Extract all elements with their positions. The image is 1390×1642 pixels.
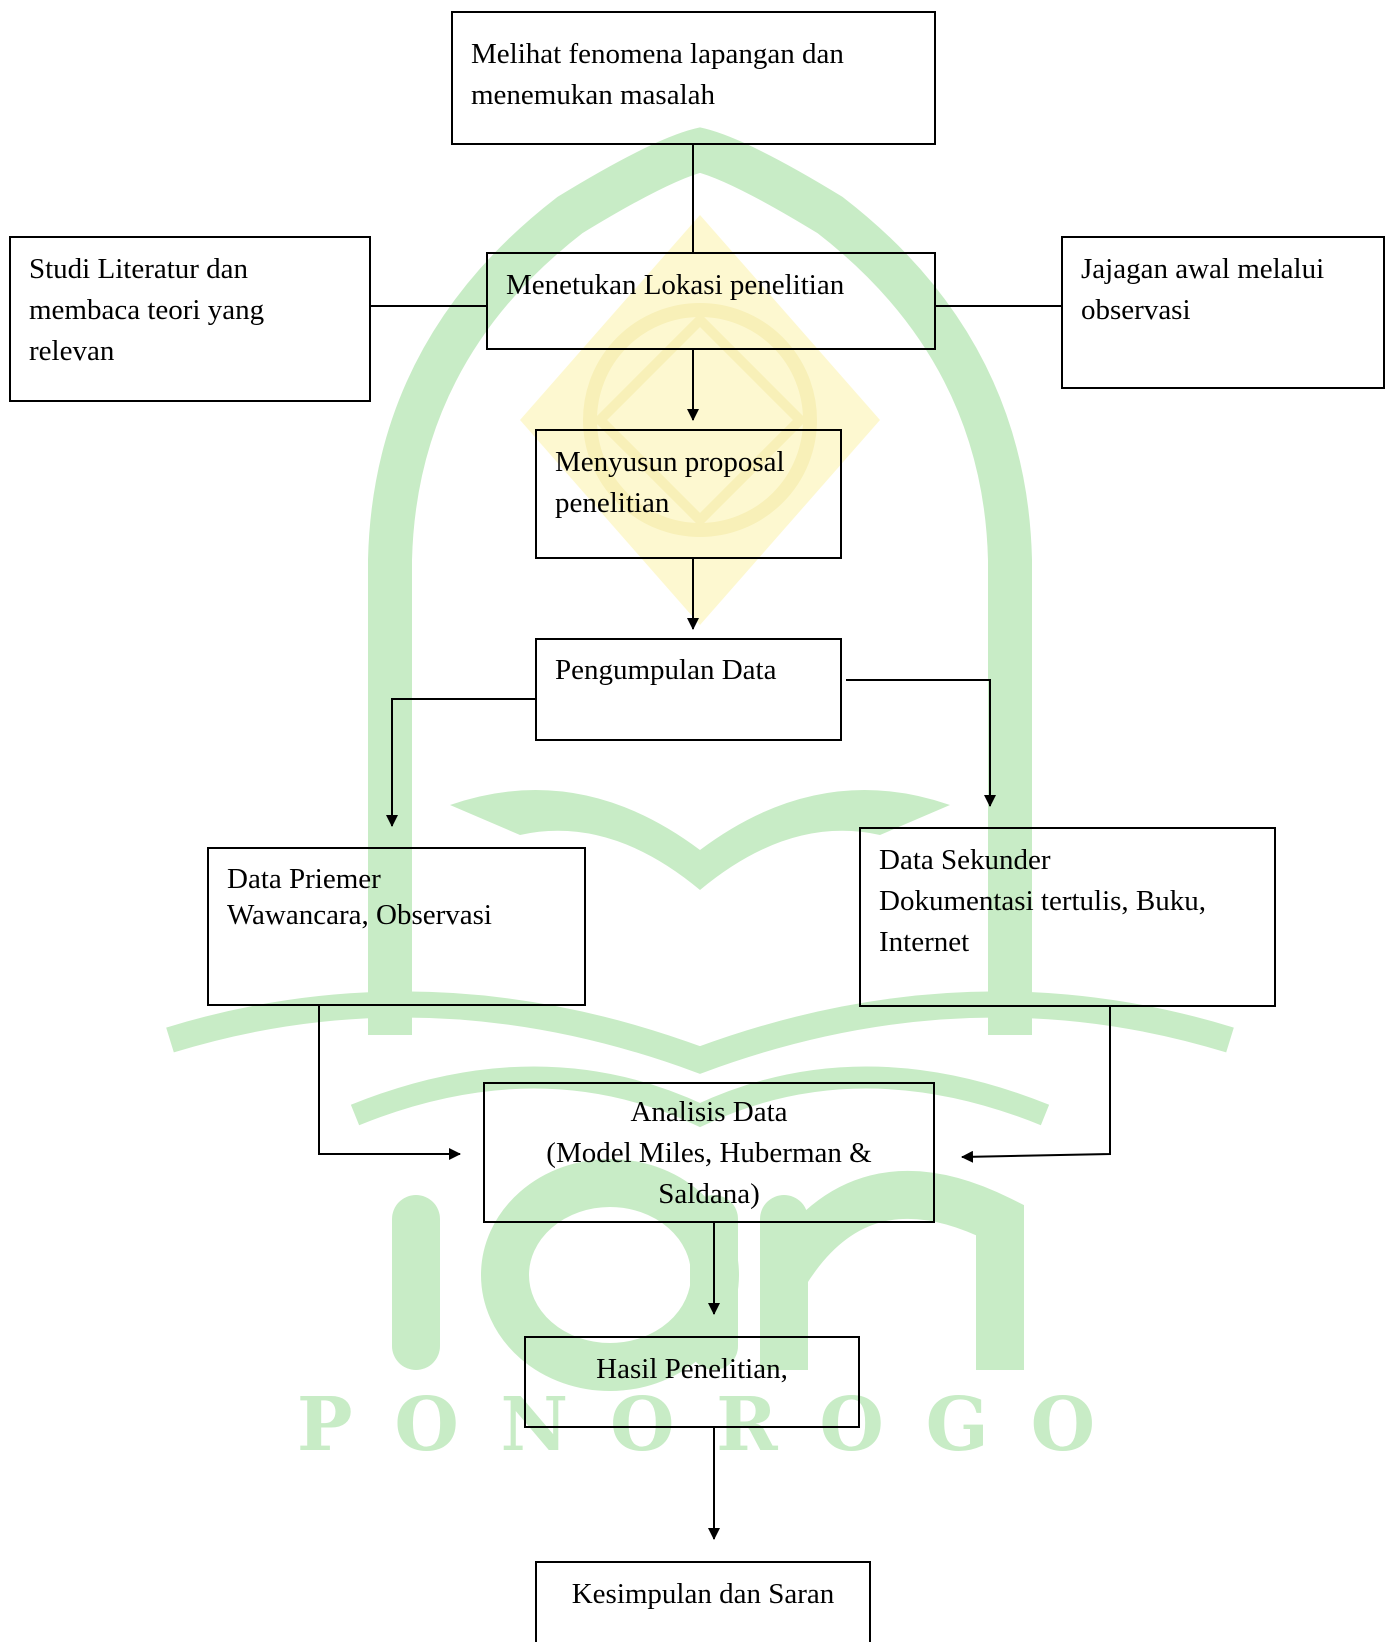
node-studi-literatur-line: relevan: [29, 335, 115, 367]
node-analisis-data: Analisis Data (Model Miles, Huberman & S…: [483, 1082, 935, 1223]
node-proposal: Menyusun proposal penelitian: [535, 429, 842, 559]
node-data-primer-line: Data Priemer: [227, 863, 381, 895]
node-hasil-penelitian: Hasil Penelitian,: [524, 1336, 860, 1428]
node-pengumpulan-data-line: Pengumpulan Data: [555, 654, 777, 686]
arrow-data-sekunder-analisis: [961, 1007, 1111, 1163]
node-data-primer-line: Wawancara, Observasi: [227, 899, 492, 931]
node-data-sekunder-line: Dokumentasi tertulis, Buku,: [879, 885, 1207, 917]
node-data-sekunder-line: Internet: [879, 926, 970, 958]
node-analisis-data-line: (Model Miles, Huberman &: [546, 1137, 872, 1169]
node-kesimpulan-saran-line: Kesimpulan dan Saran: [571, 1578, 835, 1610]
node-lokasi: Menetukan Lokasi penelitian: [486, 252, 936, 350]
node-analisis-data-line: Analisis Data: [630, 1096, 788, 1128]
node-hasil-penelitian-line: Hasil Penelitian,: [596, 1353, 788, 1385]
node-analisis-data-line: Saldana): [658, 1178, 760, 1210]
node-jajagan-awal: Jajagan awal melalui observasi: [1061, 236, 1385, 389]
node-fenomena-line: Melihat fenomena lapangan dan: [471, 38, 844, 70]
arrow-pengumpulan-data-primer: [386, 698, 535, 827]
node-data-sekunder-line: Data Sekunder: [879, 844, 1051, 876]
node-data-sekunder: Data Sekunder Dokumentasi tertulis, Buku…: [859, 827, 1276, 1007]
node-proposal-line: Menyusun proposal: [555, 446, 785, 478]
node-pengumpulan-data: Pengumpulan Data: [535, 638, 842, 741]
node-studi-literatur: Studi Literatur dan membaca teori yang r…: [9, 236, 371, 402]
node-studi-literatur-line: Studi Literatur dan: [29, 253, 249, 285]
node-proposal-line: penelitian: [555, 487, 670, 519]
node-fenomena: Melihat fenomena lapangan dan menemukan …: [451, 11, 936, 145]
node-lokasi-line: Menetukan Lokasi penelitian: [506, 269, 845, 301]
node-kesimpulan-saran: Kesimpulan dan Saran: [535, 1561, 871, 1642]
node-fenomena-line: menemukan masalah: [471, 79, 715, 111]
watermark-text: P O N O R O G O: [297, 1382, 1103, 1468]
node-jajagan-awal-line: observasi: [1081, 294, 1191, 326]
arrow-pengumpulan-data-sekunder: [846, 679, 996, 807]
arrow-data-primer-analisis: [318, 1006, 461, 1160]
node-data-primer: Data Priemer Wawancara, Observasi: [207, 847, 586, 1006]
node-studi-literatur-line: membaca teori yang: [29, 294, 265, 326]
node-jajagan-awal-line: Jajagan awal melalui: [1081, 253, 1325, 285]
